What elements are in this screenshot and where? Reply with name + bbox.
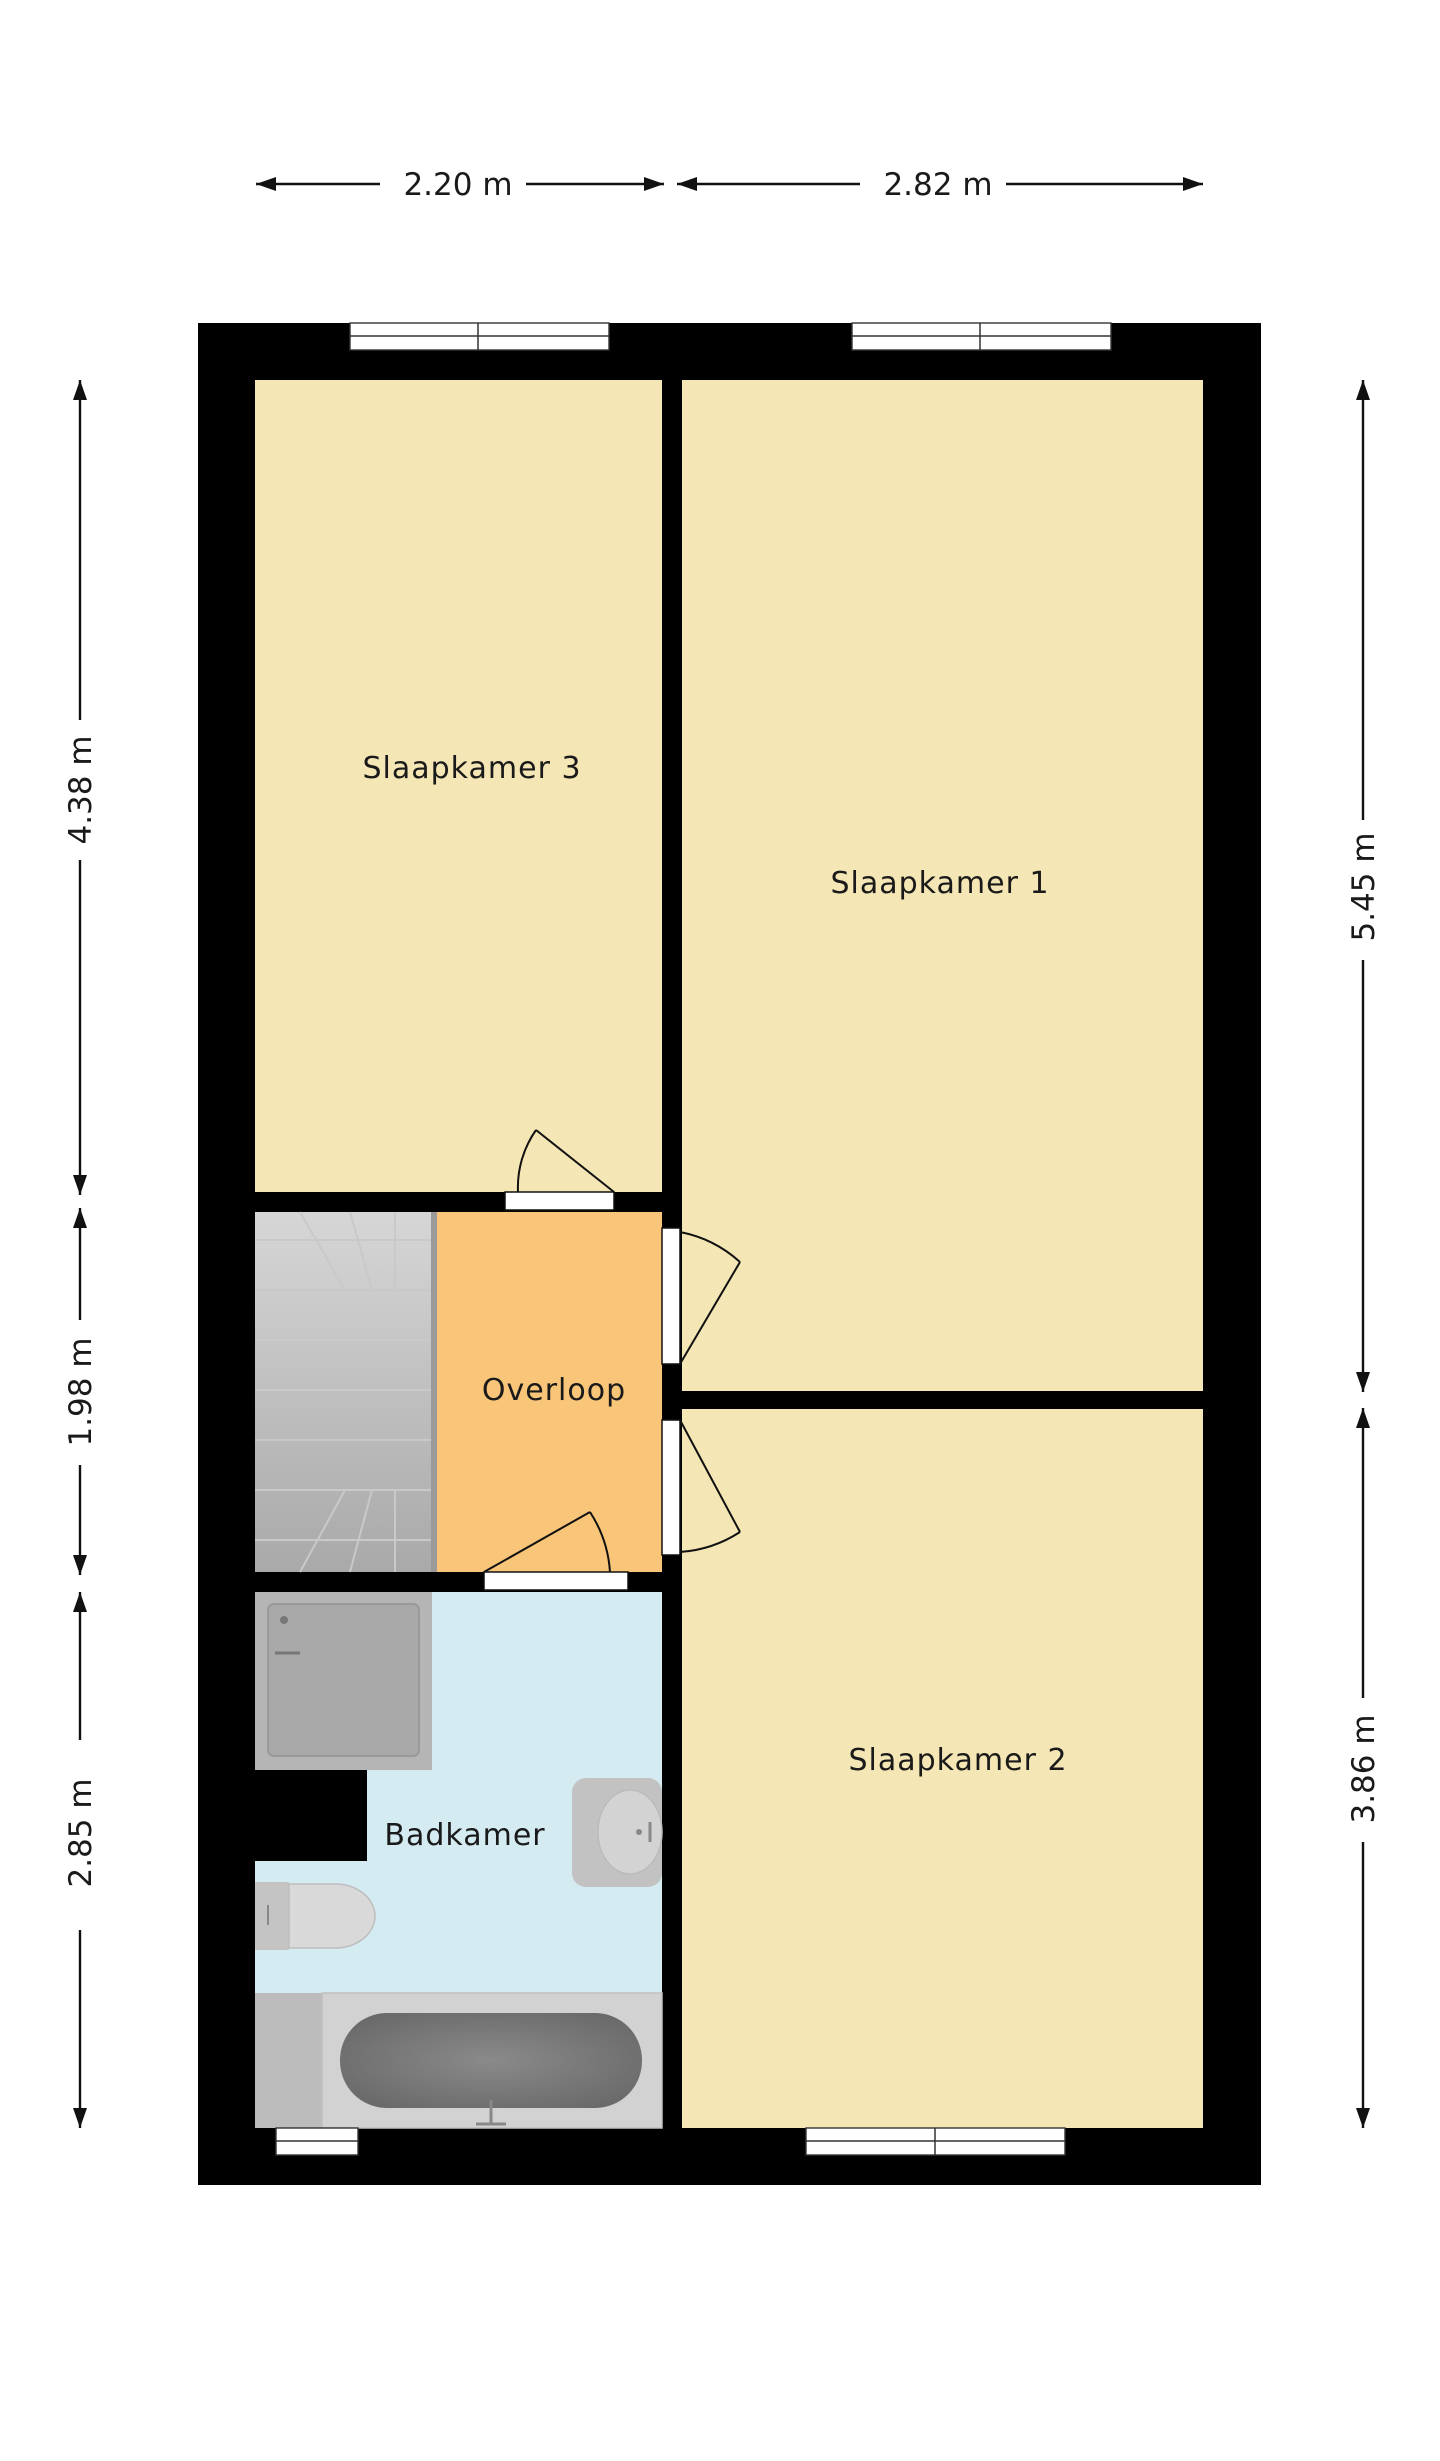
- room-label-slaapkamer-2: Slaapkamer 2: [848, 1743, 1067, 1778]
- dimension-label: 4.38 m: [63, 735, 99, 844]
- dimension-label: 2.20 m: [403, 167, 512, 203]
- dimension-right-top: 5.45 m: [1346, 380, 1382, 1392]
- dimension-left-bottom: 2.85 m: [63, 1592, 99, 2128]
- washbasin: [572, 1778, 663, 1887]
- dimension-label: 2.85 m: [63, 1778, 99, 1887]
- toilet: [255, 1882, 376, 1950]
- dimension-label: 3.86 m: [1346, 1714, 1382, 1823]
- dimension-label: 1.98 m: [63, 1337, 99, 1446]
- floor-slaapkamer-2: [682, 1409, 1203, 2128]
- floor-stairs: [255, 1212, 436, 1572]
- floor-slaapkamer-1: [682, 380, 1203, 1391]
- room-label-slaapkamer-3: Slaapkamer 3: [362, 751, 581, 786]
- floor-slaapkamer-3: [255, 380, 662, 1192]
- bathtub: [255, 1992, 663, 2129]
- stair-wall: [431, 1212, 437, 1572]
- windows: [275, 322, 1112, 2156]
- bathroom-wall-stub: [255, 1770, 367, 1861]
- dimension-label: 5.45 m: [1346, 832, 1382, 941]
- dimension-right-bottom: 3.86 m: [1346, 1408, 1382, 2128]
- room-label-badkamer: Badkamer: [384, 1818, 545, 1853]
- dimension-left-middle: 1.98 m: [63, 1208, 99, 1575]
- dimension-left-top: 4.38 m: [63, 380, 99, 1195]
- room-label-overloop: Overloop: [482, 1373, 626, 1408]
- staircase: [255, 1211, 436, 1573]
- room-label-slaapkamer-1: Slaapkamer 1: [830, 866, 1049, 901]
- dimension-top-right: 2.82 m: [677, 167, 1203, 203]
- shower-tray: [255, 1592, 432, 1770]
- dimension-top-left: 2.20 m: [256, 167, 664, 203]
- floor-overloop: [436, 1212, 662, 1572]
- doors: [483, 1129, 741, 1591]
- dimension-label: 2.82 m: [883, 167, 992, 203]
